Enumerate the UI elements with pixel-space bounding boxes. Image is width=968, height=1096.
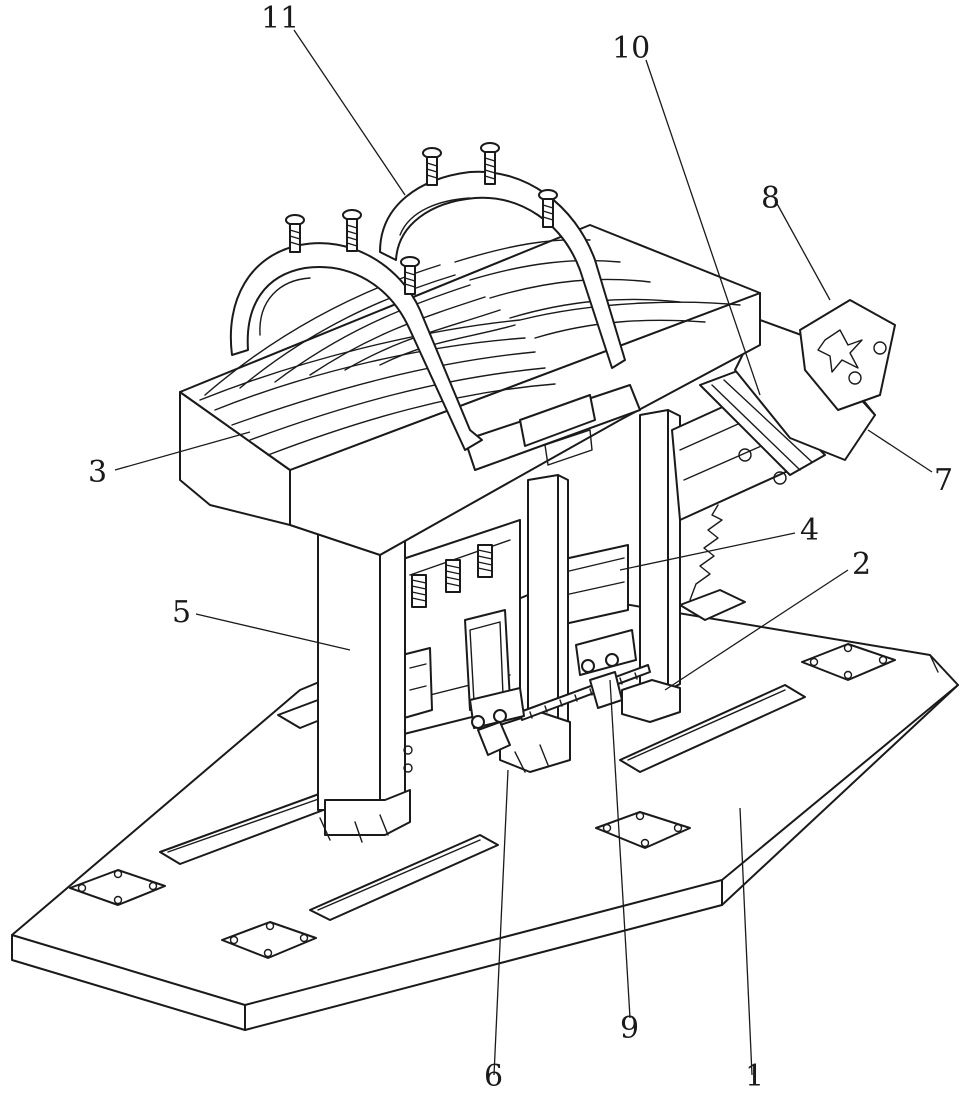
callout-10: 11: [261, 4, 299, 34]
callout-4: 4: [800, 516, 819, 546]
callout-9: 9: [620, 1014, 639, 1044]
callout-5: 5: [172, 598, 191, 628]
tension-spring: [690, 505, 722, 600]
callout-3: 3: [88, 458, 107, 488]
callout-11: 10: [612, 34, 650, 64]
callout-6: 6: [484, 1062, 503, 1092]
callout-8: 8: [761, 184, 780, 214]
callout-1: 1: [745, 1062, 764, 1092]
callout-7: 7: [934, 466, 953, 496]
front-column: [318, 515, 412, 842]
callout-2: 2: [852, 550, 871, 580]
